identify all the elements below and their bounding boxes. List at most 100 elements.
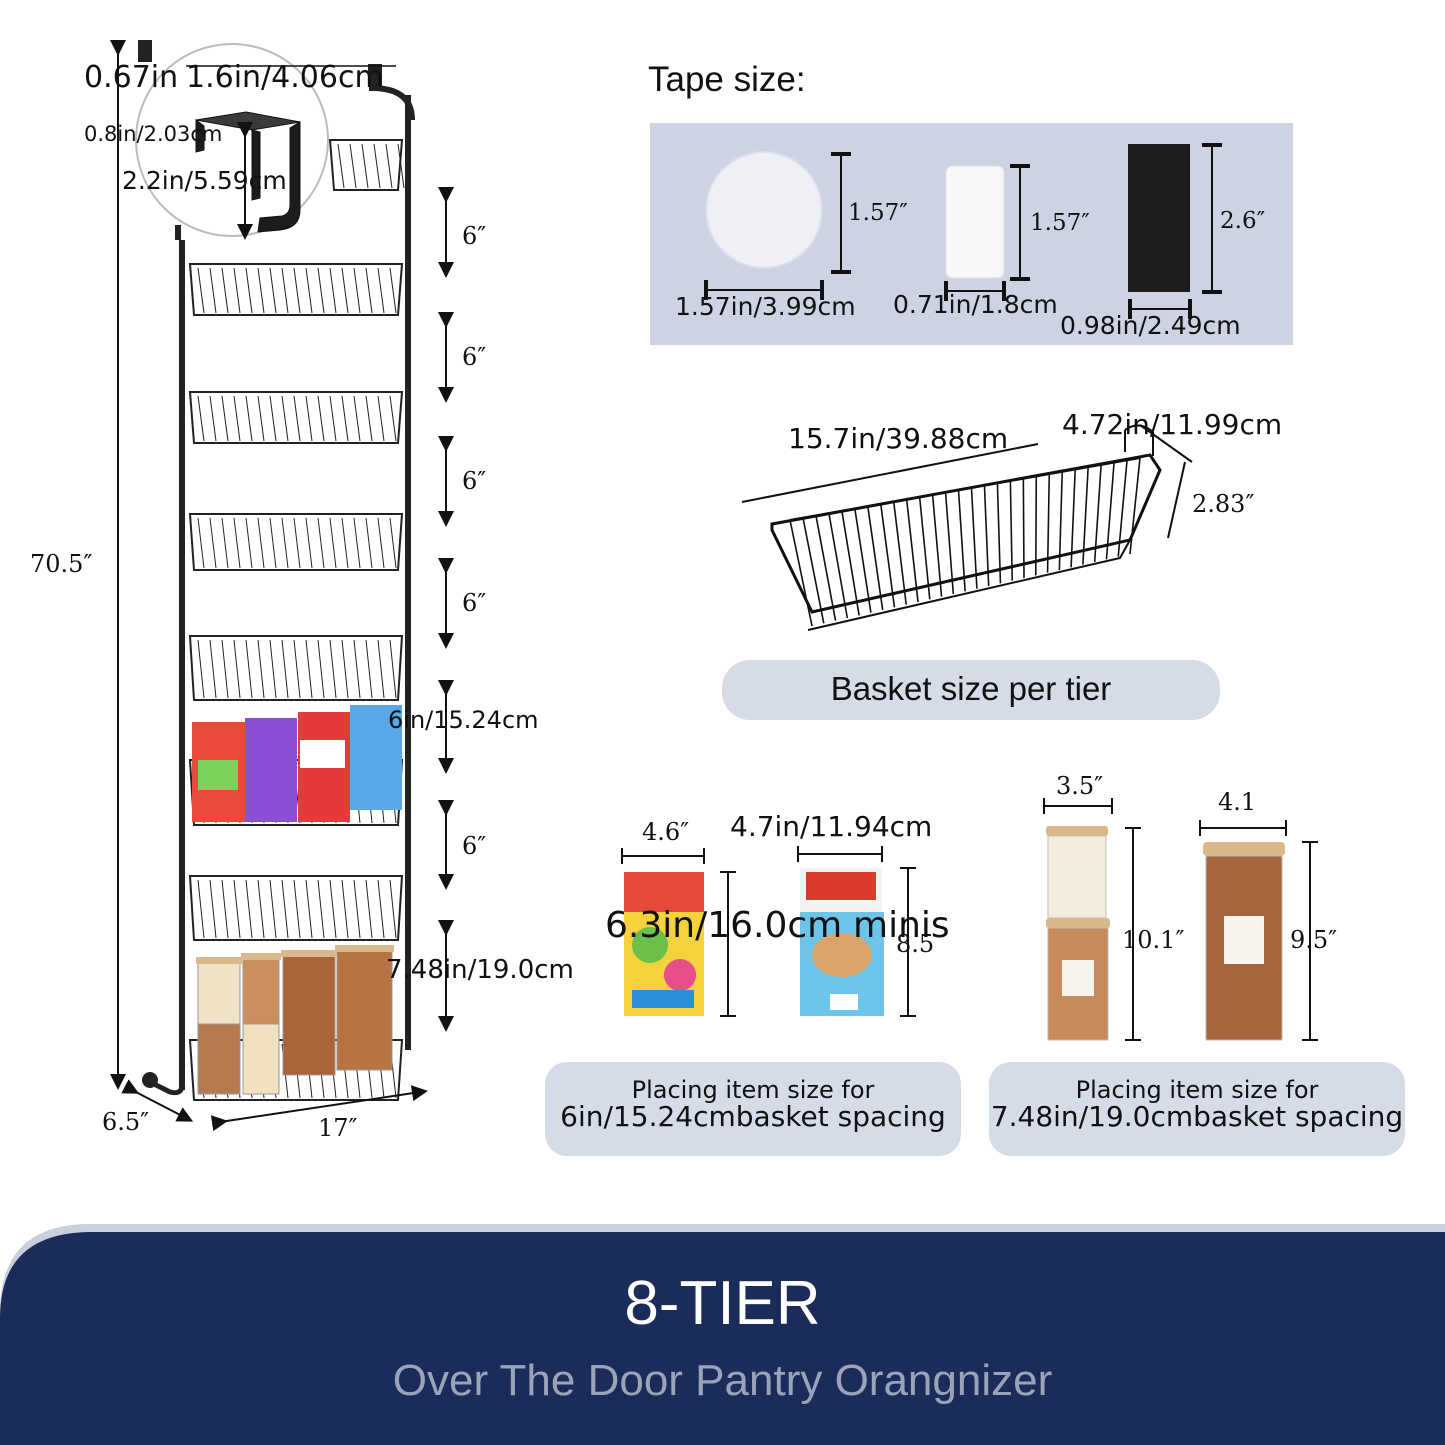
basket-wire (397, 143, 405, 189)
jar1-height: 10.1″ (1122, 926, 1185, 954)
basket-length: 15.7in/39.88cm (788, 422, 1009, 455)
basket-wire (353, 267, 361, 314)
rack-basket (188, 391, 404, 444)
tape-title: Tape size: (648, 60, 806, 99)
basket-wire (269, 267, 277, 314)
basket-wire (317, 517, 325, 569)
basket-caption: Basket size per tier (830, 670, 1112, 707)
basket-wire (221, 639, 229, 699)
basket-wire (802, 517, 825, 624)
basket-wire (970, 487, 978, 589)
basket-wire (305, 395, 313, 442)
basket-wire (389, 879, 397, 939)
basket-wire (996, 483, 1002, 584)
basket-wire (365, 517, 373, 569)
basket-wire (373, 143, 381, 189)
stacked-jars (1046, 826, 1110, 1041)
basket-wire (377, 517, 385, 569)
basket-wire (269, 517, 277, 569)
basket-wire (854, 508, 872, 613)
basket-wire (209, 395, 217, 442)
minis-label: minis (853, 905, 950, 946)
basket-wire (341, 517, 349, 569)
rack-basket (188, 513, 404, 571)
rack-basket (328, 139, 404, 191)
basket-wire (353, 639, 361, 699)
basket-wire (233, 267, 241, 314)
basket-wire (257, 395, 265, 442)
basket-wire (197, 395, 205, 442)
basket-wire (1022, 478, 1025, 579)
basket-wire (341, 639, 349, 699)
basket-wire (197, 267, 205, 314)
basket-wire (305, 639, 313, 699)
basket-wire (1093, 464, 1102, 563)
basket-wire (828, 512, 849, 619)
basket-wire (305, 267, 313, 314)
basket-height: 2.83″ (1192, 490, 1255, 518)
hook-gap-label: 0.8in/2.03cm (84, 122, 223, 146)
basket-wire (377, 395, 385, 442)
caption-6in-pill: Placing item size for 6in/15.24cmbasket … (545, 1062, 961, 1156)
box-height: 6.3in/16.0cm (605, 905, 843, 946)
basket-wire (353, 395, 361, 442)
basket-wire (329, 517, 337, 569)
box2-width: 4.7in/11.94cm (730, 810, 933, 843)
rack-basket (188, 635, 404, 701)
basket-wire (957, 490, 966, 592)
basket-wire (337, 143, 345, 189)
basket-depth: 4.72in/11.99cm (1062, 408, 1283, 441)
basket-wire (197, 879, 205, 939)
basket-wire (257, 639, 265, 699)
basket-wire (329, 395, 337, 442)
basket-wire (233, 879, 241, 939)
basket-wire (257, 517, 265, 569)
basket-wire (257, 267, 265, 314)
box1-width: 4.6″ (642, 818, 690, 846)
basket-wire (209, 267, 217, 314)
basket-wire (305, 879, 313, 939)
basket-wire (281, 267, 289, 314)
jar2-width: 4.1 (1218, 788, 1257, 816)
basket-wire (233, 517, 241, 569)
basket-wire (389, 267, 397, 314)
basket-wire (353, 879, 361, 939)
basket-wire (281, 879, 289, 939)
basket-wire (317, 879, 325, 939)
basket-wire (245, 639, 253, 699)
jars-in-basket (196, 945, 394, 1095)
basket-wire (245, 395, 253, 442)
basket-wire (349, 143, 357, 189)
basket-wire (293, 517, 301, 569)
caption-748in-line2: 7.48in/19.0cmbasket spacing (990, 1100, 1404, 1133)
hook-width-label: 1.6in/4.06cm (186, 60, 384, 95)
basket-wire (317, 639, 325, 699)
basket-wire (269, 395, 277, 442)
basket-wire (341, 879, 349, 939)
jar2-height: 9.5″ (1290, 926, 1338, 954)
spacing-label-2: 6″ (462, 343, 487, 371)
tape2-width: 0.71in/1.8cm (893, 290, 1058, 319)
basket-wire (361, 143, 369, 189)
basket-wire (305, 517, 313, 569)
basket-wire (281, 395, 289, 442)
rack-drawing (110, 40, 454, 1132)
basket-wire (293, 639, 301, 699)
basket-wire (866, 506, 884, 611)
hook-depth-label: 2.2in/5.59cm (122, 166, 287, 195)
spacing-label-6: 6″ (462, 832, 487, 860)
basket-wire (389, 639, 397, 699)
basket-wire (1046, 474, 1051, 573)
spacing-label-7: 7.48in/19.0cm (386, 955, 574, 985)
basket-wire (389, 395, 397, 442)
basket-wire (365, 879, 373, 939)
basket-wire (365, 267, 373, 314)
tape3-height: 2.6″ (1220, 208, 1266, 234)
spacing-label-1: 6″ (462, 222, 487, 250)
spacing-label-3: 6″ (462, 467, 487, 495)
basket-wire (329, 267, 337, 314)
basket-wire (1034, 476, 1038, 576)
basket-wire (329, 639, 337, 699)
basket-wire (281, 517, 289, 569)
box2-height: 8.5 (896, 930, 935, 958)
